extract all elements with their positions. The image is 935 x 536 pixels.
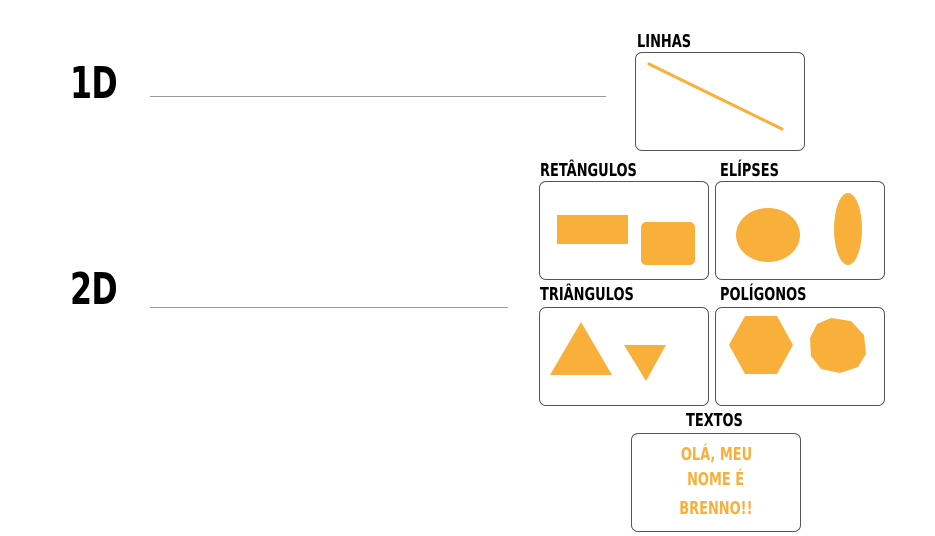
polygon-shapes: [729, 316, 866, 374]
divider-2d: [150, 307, 508, 308]
caption-poligonos: POLÍGONOS: [720, 284, 807, 305]
caption-retangulos: RETÂNGULOS: [540, 160, 637, 181]
line-shape: [647, 62, 784, 131]
hexagon-shape: [729, 316, 793, 374]
ellipse-shape: [736, 208, 800, 262]
caption-textos: TEXTOS: [686, 410, 743, 431]
panel-retangulos: [539, 181, 709, 280]
triangle-shapes: [550, 322, 666, 381]
label-1d: 1D: [70, 58, 118, 109]
panel-triangulos: [539, 307, 709, 406]
panel-poligonos: [715, 307, 885, 406]
caption-linhas: LINHAS: [637, 31, 692, 52]
caption-triangulos: TRIÂNGULOS: [540, 284, 634, 305]
irregular-polygon-shape: [810, 318, 866, 373]
divider-1d: [150, 96, 606, 97]
panel-linhas: [635, 52, 805, 151]
rounded-rectangle-shape: [641, 222, 695, 265]
tall-ellipse-shape: [834, 193, 862, 265]
label-2d: 2D: [70, 264, 118, 315]
rectangle-shapes: [557, 215, 695, 265]
panel-elipses: [715, 181, 885, 280]
triangle-shape: [550, 322, 612, 375]
caption-elipses: ELÍPSES: [720, 160, 779, 181]
text-sample-line1: OLÁ, MEU: [680, 444, 752, 465]
text-sample-line2: NOME É: [687, 469, 745, 490]
ellipse-shapes: [736, 193, 862, 265]
text-sample-line3: BRENNO!!: [679, 498, 753, 519]
rectangle-shape: [557, 215, 628, 244]
panel-textos: OLÁ, MEU NOME É BRENNO!!: [631, 433, 801, 532]
inverted-triangle-shape: [624, 345, 666, 381]
